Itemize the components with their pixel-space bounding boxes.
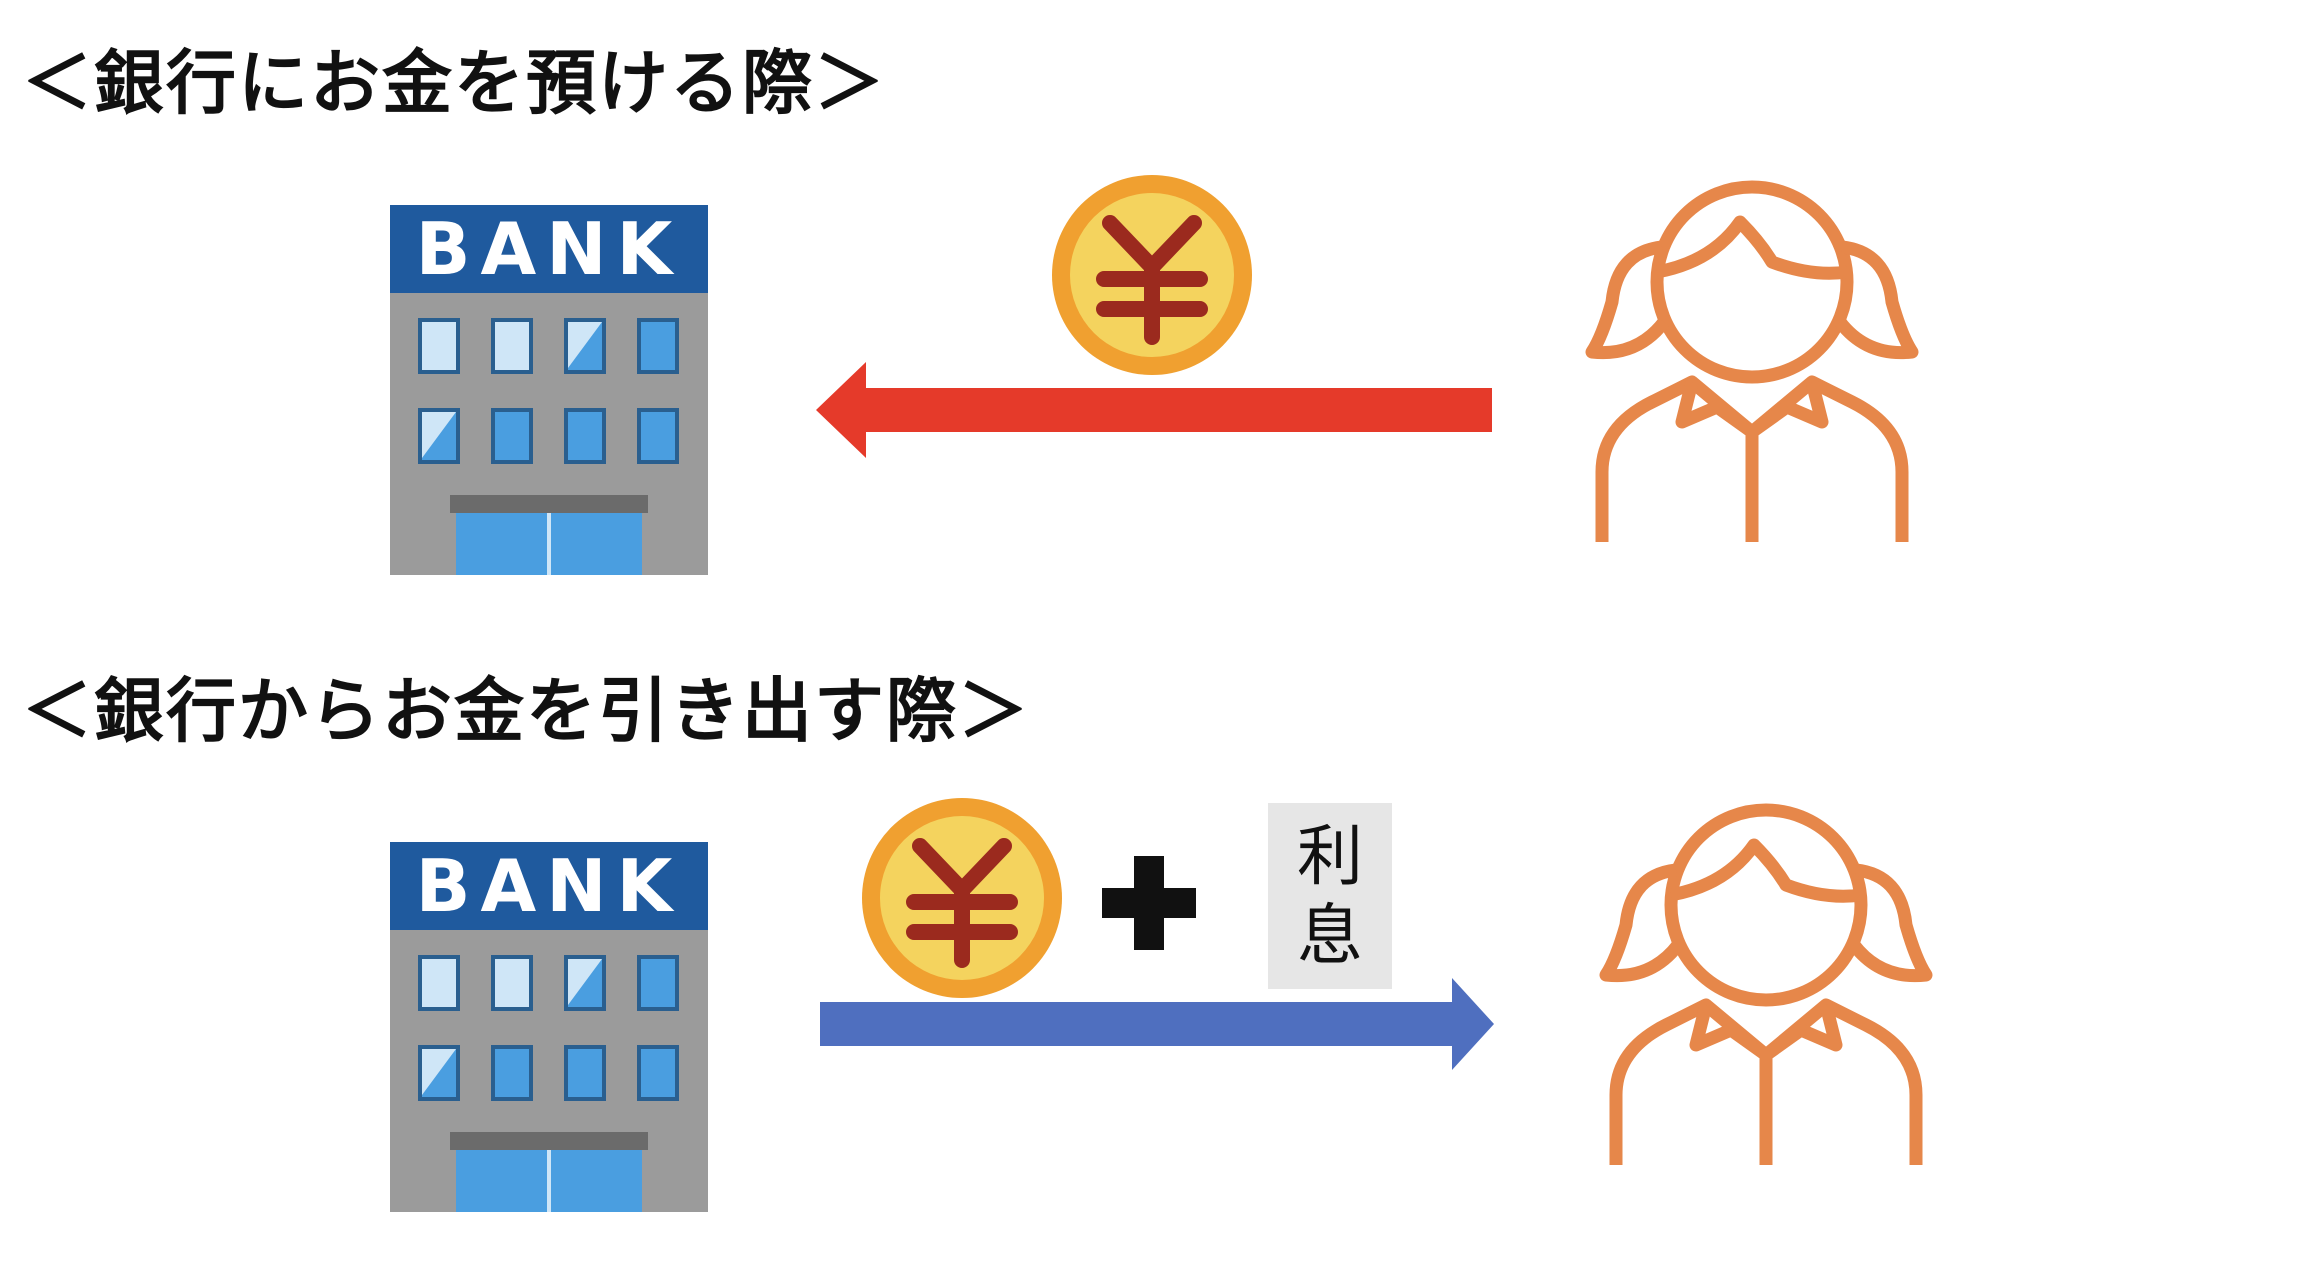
deposit-arrow [816,362,1492,458]
interest-label-box: 利 息 [1268,803,1392,989]
deposit-bank-sign: BANK [416,207,683,291]
withdraw-person-icon [1606,810,1926,1165]
interest-char-2: 息 [1297,897,1363,974]
withdraw-heading: ＜銀行からお金を引き出す際＞ [22,670,1030,752]
withdraw-yen-coin-icon [862,798,1062,998]
plus-icon [1102,856,1196,950]
deposit-yen-coin-icon [1052,175,1252,375]
interest-char-1: 利 [1297,817,1363,895]
deposit-person-icon [1592,187,1912,542]
withdraw-arrow [820,978,1494,1070]
withdraw-bank-sign: BANK [416,844,683,928]
deposit-heading: ＜銀行にお金を預ける際＞ [22,42,886,124]
